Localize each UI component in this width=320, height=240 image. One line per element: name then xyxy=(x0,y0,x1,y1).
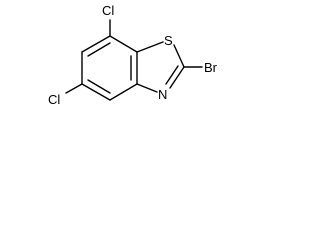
bond-c4-c5 xyxy=(81,83,111,101)
bond-c7-c7a xyxy=(109,35,138,53)
chlorine-top-label: Cl xyxy=(102,3,114,18)
bond-c6-c7 xyxy=(81,35,111,53)
sulfur-label: S xyxy=(164,33,173,48)
bond-c6-c7-inner xyxy=(87,42,111,57)
bond-c7a-s xyxy=(136,41,164,53)
bond-n-c3a xyxy=(136,83,158,93)
bond-c2-n xyxy=(169,66,185,89)
bond-c5-cl xyxy=(65,83,83,94)
chlorine-left-label: Cl xyxy=(48,92,60,107)
molecule-canvas: Cl Cl S Br N xyxy=(0,0,232,138)
bond-c3a-c4 xyxy=(109,83,138,101)
structure-drawing: Cl Cl S Br N xyxy=(48,3,218,107)
bond-c2-n-double xyxy=(165,65,179,85)
bromine-label: Br xyxy=(204,60,218,75)
nitrogen-label: N xyxy=(158,87,167,102)
bond-c4-c5-inner xyxy=(87,79,111,94)
bond-s-c2 xyxy=(173,44,185,68)
